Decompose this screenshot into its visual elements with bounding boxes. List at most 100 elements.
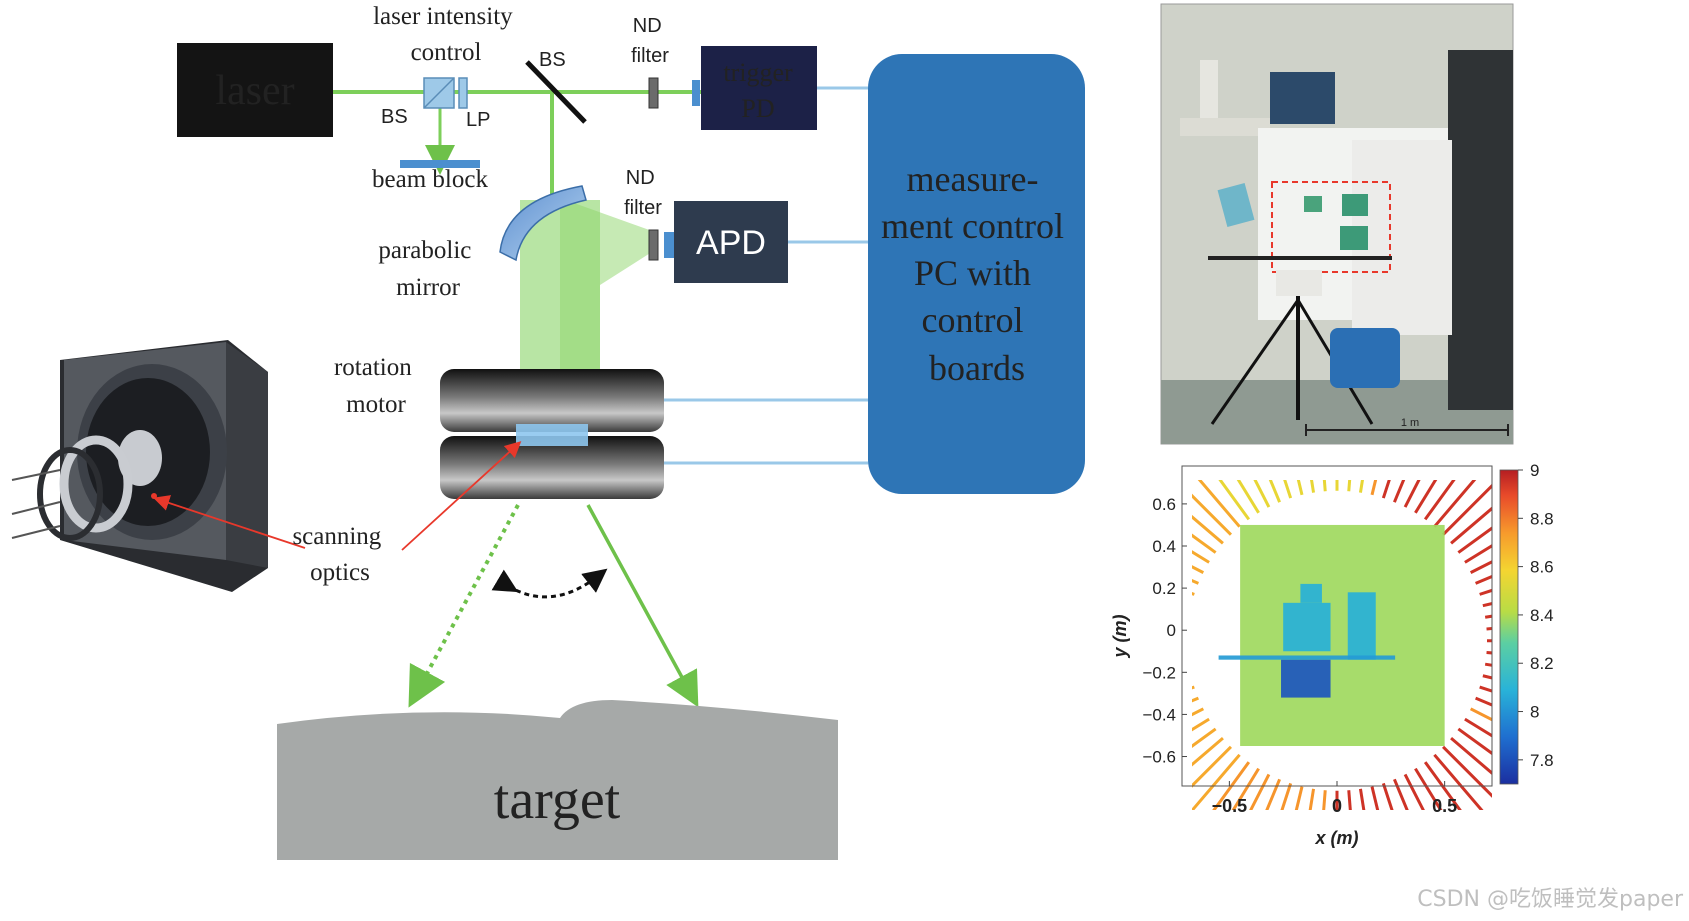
laser-box <box>177 43 333 137</box>
scan-ray <box>1464 717 1492 738</box>
colorbar-tick-label: 8.8 <box>1530 509 1554 528</box>
lic-line2: control <box>411 39 482 66</box>
scan-ray <box>1469 707 1492 722</box>
scan-ray <box>1403 480 1421 508</box>
colorbar-tick-label: 8 <box>1530 703 1539 722</box>
scan-ray <box>1236 480 1260 514</box>
y-axis-label: y (m) <box>1110 614 1130 658</box>
y-tick-label: 0.2 <box>1152 579 1176 598</box>
nd-mid-line1: ND <box>626 167 655 189</box>
svg-text:ND filter: ND filter <box>624 167 662 219</box>
colorbar-tick-label: 8.4 <box>1530 606 1554 625</box>
region-box-2 <box>1347 592 1376 660</box>
scan-ray <box>1308 788 1316 810</box>
parabolic-line2: mirror <box>396 274 461 301</box>
rotation-motor-top <box>440 369 664 432</box>
scan-ray <box>1192 550 1210 564</box>
scan-ray <box>1249 773 1271 810</box>
scan-ray <box>1457 727 1492 756</box>
scan-ray <box>1253 480 1271 508</box>
scan-ray <box>1358 788 1366 810</box>
scan-ray <box>1414 480 1438 514</box>
scanning-line2: optics <box>310 559 370 586</box>
bs-plate <box>525 60 587 124</box>
colorbar-tick-label: 8.2 <box>1530 654 1554 673</box>
schematic: laser trigger PD APD measure- ment contr… <box>11 3 1085 860</box>
scan-ray <box>1192 717 1210 732</box>
scan-ray <box>1370 786 1380 810</box>
scan-ray <box>1381 782 1394 810</box>
target-label: target <box>494 769 621 831</box>
trigger-pd-box <box>701 46 817 130</box>
svg-text:laser intensity control: laser intensity control <box>373 3 519 66</box>
scan-ray <box>1294 786 1304 810</box>
scan-ray <box>1393 778 1409 810</box>
apd-box <box>674 201 788 283</box>
nd-top-line2: filter <box>631 45 669 67</box>
scanning-arrow-right <box>401 441 522 551</box>
roi-box <box>1271 181 1391 273</box>
nd-filter-mid <box>648 229 659 261</box>
scan-ray <box>1322 790 1327 810</box>
x-tick-label: 0.5 <box>1432 796 1457 816</box>
parabolic-mirror <box>499 185 587 262</box>
control-pc-line1: measure- <box>907 159 1039 199</box>
scan-ray <box>1192 533 1217 554</box>
lic-line1: laser intensity <box>373 3 513 30</box>
y-tick-label: −0.2 <box>1142 663 1176 682</box>
output-beam-solid <box>586 504 699 708</box>
scan-ray <box>1192 493 1232 536</box>
y-tick-label: 0.6 <box>1152 495 1176 514</box>
scanning-optics-window <box>516 424 588 446</box>
svg-text:ND filter: ND filter <box>631 15 669 67</box>
x-axis-label: x (m) <box>1314 828 1358 848</box>
trigger-pd-line2: PD <box>741 94 774 123</box>
scale-label: 1 m <box>1401 417 1419 429</box>
nd-filter-top <box>648 77 659 109</box>
scanning-arrow-left <box>153 495 306 549</box>
scan-ray <box>1482 674 1492 680</box>
control-pc-box <box>868 54 1085 494</box>
signal-links <box>664 86 868 465</box>
y-tick-label: −0.6 <box>1142 748 1176 767</box>
scan-ray <box>1450 737 1492 776</box>
svg-text:measure- ment control: measure- ment control PC with control bo… <box>881 159 1073 388</box>
scanning-line1: scanning <box>292 523 381 550</box>
scan-ray <box>1192 579 1199 585</box>
rotation-arrow <box>491 568 608 599</box>
x-tick-label: −0.5 <box>1212 796 1248 816</box>
scan-ray <box>1192 514 1224 545</box>
laser-label: laser <box>215 68 294 114</box>
region-background-panel <box>1240 524 1445 746</box>
scanning-optics-part <box>11 340 268 592</box>
scan-ray <box>1423 761 1462 810</box>
scan-ray <box>1442 483 1492 536</box>
scan-ray <box>1482 601 1492 608</box>
lp-label: LP <box>466 109 490 131</box>
scan-ray <box>1192 737 1224 767</box>
parabolic-line1: parabolic <box>378 237 471 264</box>
scan-ray <box>1414 767 1443 810</box>
beam-block <box>400 160 480 168</box>
scan-ray <box>1192 727 1217 748</box>
region-box-1-top <box>1300 583 1322 603</box>
scan-ray <box>1192 592 1195 596</box>
bs-top-label: BS <box>539 49 566 71</box>
focus-cone <box>560 198 655 390</box>
scan-ray <box>1423 480 1456 521</box>
colorbar-tick-label: 8.6 <box>1530 558 1554 577</box>
scan-ray <box>1347 790 1352 810</box>
scan-ray <box>1457 526 1492 554</box>
region-front-object <box>1281 659 1331 698</box>
bs-left-label: BS <box>381 106 408 128</box>
y-tick-label: −0.4 <box>1142 705 1176 724</box>
region-stand-bar <box>1218 655 1396 660</box>
scan-ray <box>1469 560 1492 574</box>
scan-ray <box>1464 543 1492 564</box>
output-beam-dotted <box>408 504 520 708</box>
x-tick-label: 0 <box>1332 796 1342 816</box>
region-box-1 <box>1283 602 1331 652</box>
svg-text:rotation motor: rotation motor <box>334 354 418 418</box>
scan-ray <box>1280 782 1293 810</box>
svg-text:scanning optics: scanning optics <box>292 523 387 586</box>
